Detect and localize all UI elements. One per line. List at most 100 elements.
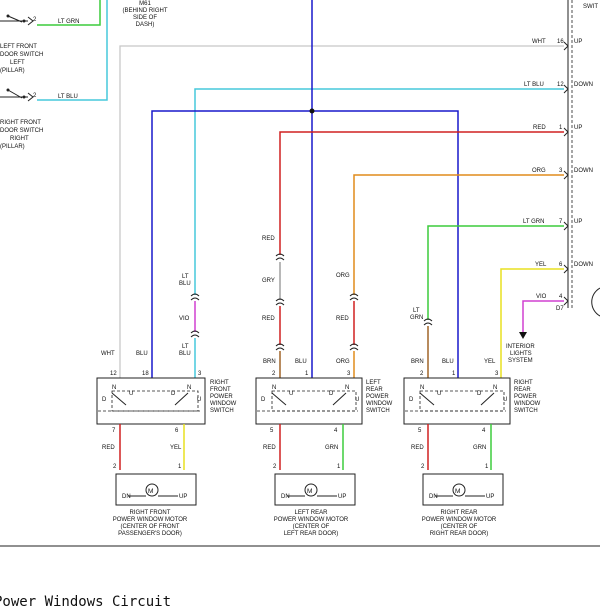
motor-box: [115, 473, 197, 506]
pin-number: 18: [142, 371, 149, 377]
wire-color: ORG: [532, 168, 546, 174]
pin-number: 2: [272, 371, 276, 377]
switch-title-line: POWER: [210, 394, 233, 400]
motor-icon: [145, 483, 159, 497]
motor-title-line: (CENTER OF FRONT: [121, 524, 180, 530]
wire-color: LT BLU: [524, 82, 544, 88]
switch-title-line: RIGHT: [210, 380, 229, 386]
motor-letter: M: [455, 488, 460, 495]
switch-letter: D: [329, 391, 334, 397]
master-row-yel: YEL 6 DOWN: [535, 262, 593, 268]
pin-number: 1: [178, 464, 182, 470]
right-front-power-window-switch: WHT BLU LT BLU 12 18 3 N U D D N U RIGHT…: [96, 344, 237, 451]
interior-lights-label: LIGHTS: [510, 351, 532, 357]
wire-yel-main: [500, 268, 564, 378]
motor-title-line: POWER WINDOW MOTOR: [274, 517, 349, 523]
right-rear-power-window-motor: 2 1 M DN UP RIGHT REAR POWER WINDOW MOTO…: [421, 464, 504, 537]
master-row-red: RED 1 UP: [533, 125, 582, 131]
splice-point: [309, 108, 315, 114]
motor-title-line: (CENTER OF: [441, 524, 478, 530]
wire-label: RED: [336, 316, 349, 322]
motor-title-line: RIGHT REAR DOOR): [430, 531, 489, 537]
motor-dir-label: DN: [122, 494, 131, 500]
pin-function: UP: [574, 39, 582, 45]
wire-blu-bus: [151, 110, 459, 378]
switch-title-line: DOOR SWITCH: [0, 52, 43, 58]
master-row-vio: VIO 4: [536, 294, 563, 300]
switch-title-line: DOOR SWITCH: [0, 128, 43, 134]
pin-function: UP: [574, 219, 582, 225]
pin-number: 4: [334, 428, 338, 434]
motor-letter: M: [148, 488, 153, 495]
master-switch-title: SWIT: [583, 4, 598, 10]
switch-letter: N: [112, 385, 116, 391]
wire-color: VIO: [536, 294, 547, 300]
wire-label: RED: [262, 236, 275, 242]
wire-color: LT GRN: [523, 219, 544, 225]
arrow-icon: [519, 332, 527, 339]
pin-number: 3: [559, 168, 563, 174]
wire-label: WHT: [101, 351, 115, 357]
switch-title-line: SWITCH: [514, 408, 538, 414]
pin-number: 1: [452, 371, 456, 377]
pin-number: 4: [482, 428, 486, 434]
wire-label: RED: [411, 445, 424, 451]
left-front-door-switch: 2 LEFT FRONT DOOR SWITCH LEFT (PILLAR): [0, 14, 43, 74]
wire-label: LT: [413, 308, 420, 314]
switch-title-line: REAR: [366, 387, 383, 393]
pin-number: 3: [198, 371, 202, 377]
switch-letter: N: [345, 385, 349, 391]
inline-connectors: [190, 253, 433, 351]
wire-label: LT GRN: [58, 19, 79, 25]
motor-dir-label: UP: [338, 494, 346, 500]
wire-label: LT BLU: [58, 94, 78, 100]
motor-title-line: POWER WINDOW MOTOR: [113, 517, 188, 523]
master-connector-chevrons: [563, 41, 569, 306]
motor-title-line: PASSENGER'S DOOR): [118, 531, 182, 537]
switch-box: [403, 377, 511, 425]
wire-lt-blu-main: [194, 88, 564, 295]
motor-box: [274, 473, 356, 506]
pin-number: 7: [112, 428, 116, 434]
switch-title-line: LEFT FRONT: [0, 44, 37, 50]
motor-icon: [452, 483, 466, 497]
m61-line: SIDE OF: [133, 15, 157, 21]
motor-title-line: POWER WINDOW MOTOR: [422, 517, 497, 523]
m61-line: M61: [139, 1, 151, 7]
left-rear-power-window-switch: BRN BLU ORG 2 1 3 N U D D N U LEFT REAR …: [255, 359, 393, 451]
pin-number: 16: [557, 39, 564, 45]
left-rear-power-window-motor: 2 1 M DN UP LEFT REAR POWER WINDOW MOTOR…: [273, 464, 356, 537]
m61-line: (BEHIND RIGHT: [123, 8, 168, 14]
pin-function: UP: [574, 125, 582, 131]
switch-title-line: (PILLAR): [0, 68, 25, 74]
pin-number: 2: [113, 464, 117, 470]
wire-label: LT: [182, 344, 189, 350]
motor-dir-label: DN: [281, 494, 290, 500]
wire-red-upper: [279, 131, 564, 255]
switch-title-line: SWITCH: [210, 408, 234, 414]
switch-box: [255, 377, 363, 425]
pin-number: 3: [347, 371, 351, 377]
master-row-org: ORG 3 DOWN: [532, 168, 593, 174]
motor-title-line: LEFT REAR: [295, 510, 329, 516]
wire-lt-grn-main: [427, 225, 564, 320]
pin-number: 2: [273, 464, 277, 470]
pin-number: 6: [175, 428, 179, 434]
wire-label: RED: [263, 445, 276, 451]
wire-label: RED: [262, 316, 275, 322]
wire-org-upper: [353, 174, 564, 295]
switch-title-line: (PILLAR): [0, 144, 25, 150]
switch-title-line: POWER: [366, 394, 389, 400]
wire-label: VIO: [179, 316, 190, 322]
pin-number: 5: [418, 428, 422, 434]
pin-number: 12: [557, 82, 564, 88]
wire-label: BRN: [411, 359, 424, 365]
switch-letter: U: [197, 397, 201, 403]
motor-letter: M: [307, 488, 312, 495]
motor-box: [422, 473, 504, 506]
wire-label: BLU: [136, 351, 148, 357]
motor-dir-label: DN: [429, 494, 438, 500]
wire-color: YEL: [535, 262, 547, 268]
switch-title-line: WINDOW: [514, 401, 541, 407]
switch-title-line: RIGHT FRONT: [0, 120, 41, 126]
